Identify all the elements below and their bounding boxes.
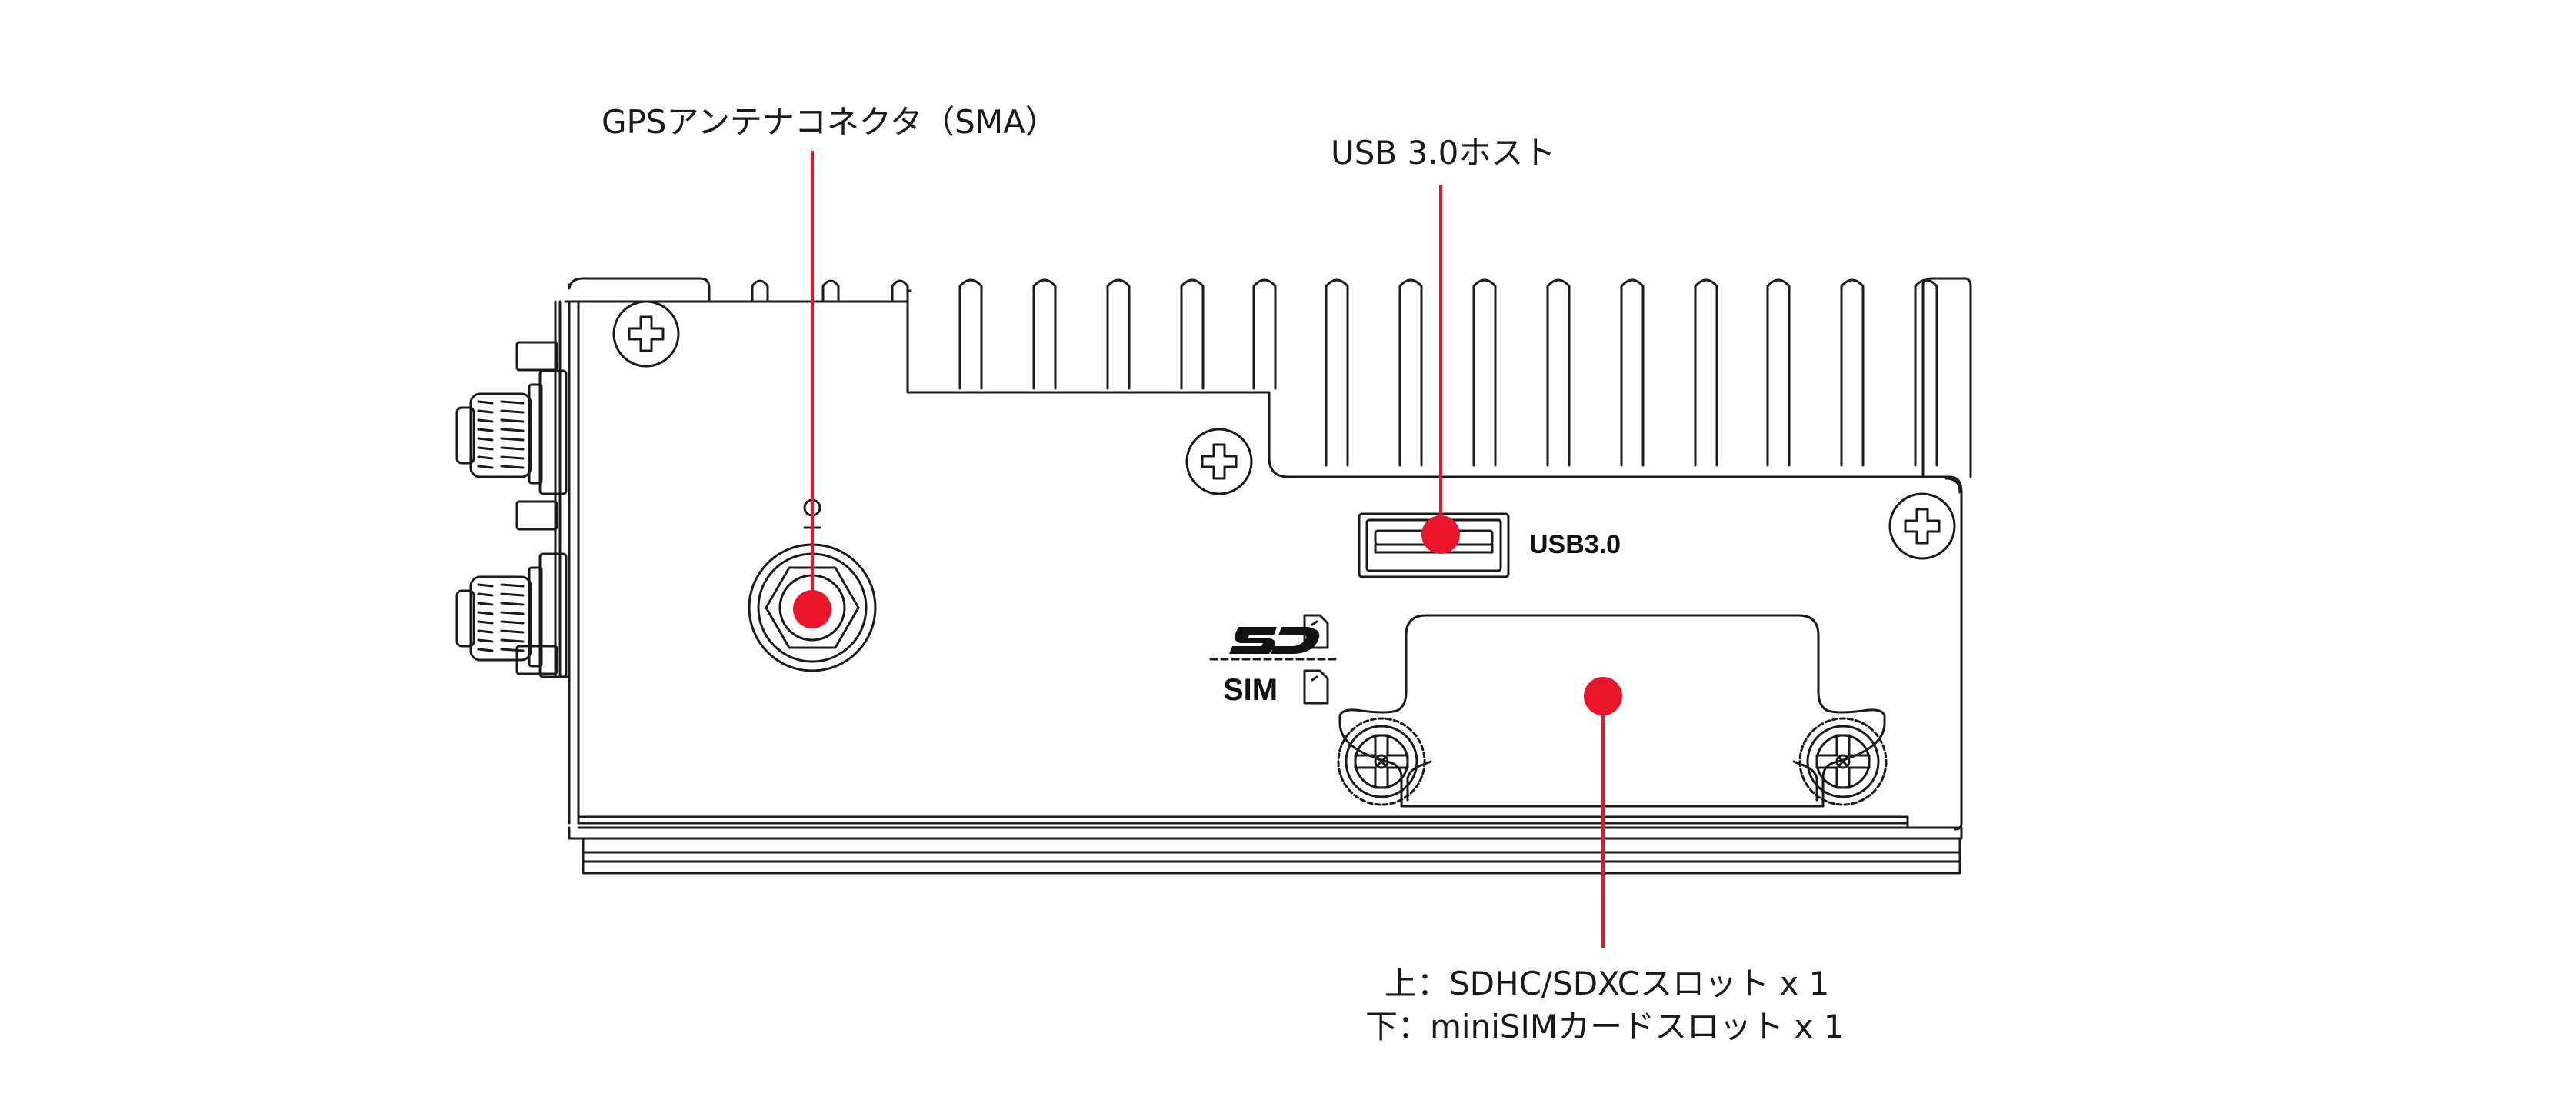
thumb-screw-right [1798, 717, 1888, 806]
card-slot-cover [1338, 614, 1886, 808]
slot-callout-dot [1584, 677, 1622, 715]
usb-callout-dot [1421, 515, 1460, 554]
chassis-base [568, 815, 1963, 875]
usb3-panel-label: USB3.0 [1529, 530, 1621, 559]
callout-leaders [811, 151, 1605, 948]
chassis-top-outline [564, 277, 1951, 478]
gps-callout-label: GPSアンテナコネクタ（SMA） [602, 103, 1058, 141]
card-slot-icon [1303, 669, 1329, 705]
sd-logo-icon [1229, 627, 1320, 654]
gps-callout-dot [793, 590, 831, 628]
callout-dots [793, 515, 1622, 715]
left-edge-bracket [515, 300, 571, 678]
phillips-screw-icon [612, 300, 680, 368]
heatsink-fins [751, 277, 1972, 478]
usb-callout-label: USB 3.0ホスト [1331, 134, 1556, 172]
thumb-screw-left [1337, 717, 1426, 806]
m12-connector-bottom [455, 552, 568, 678]
m12-connector-top [455, 369, 568, 495]
phillips-screw-icon [1888, 492, 1956, 560]
slot-callout-upper-label: 上：SDHC/SDXCスロット x 1 [1385, 965, 1830, 1002]
sim-panel-label: SIM [1223, 673, 1278, 707]
slot-callout-lower-label: 下：miniSIMカードスロット x 1 [1365, 1008, 1845, 1045]
phillips-screw-icon [1185, 428, 1253, 495]
